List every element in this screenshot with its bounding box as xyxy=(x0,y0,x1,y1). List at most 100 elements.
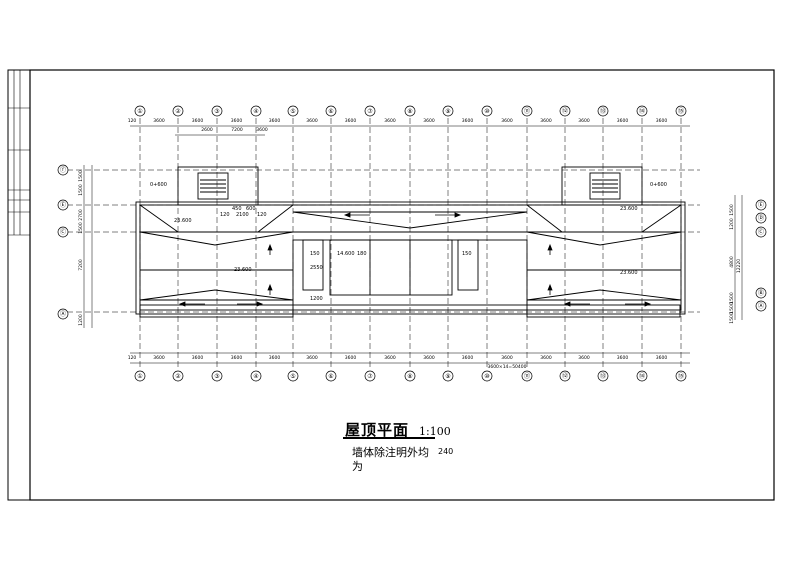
axis-bubble-bottom-9: ⑨ xyxy=(442,370,454,382)
dim-right-1: 1500 xyxy=(729,204,735,216)
axis-bubble-bottom-12: ⑫ xyxy=(559,370,571,382)
dim-bottom-total: 3600×14=50400 xyxy=(487,364,526,370)
svg-text:④: ④ xyxy=(253,373,258,380)
svg-text:⑭: ⑭ xyxy=(639,372,645,380)
axis-bubble-top-6: ⑥ xyxy=(325,105,337,117)
dim-top-3: 3600 xyxy=(231,118,243,124)
dim-bottom-6: 3600 xyxy=(345,355,357,361)
svg-text:⑪: ⑪ xyxy=(524,372,530,380)
dim-bottom-12: 3600 xyxy=(578,355,590,361)
dimension-lines xyxy=(83,125,743,364)
axis-bubbles-left: ⓕⒺ Ⓒ Ⓐ xyxy=(57,164,69,320)
axis-bubble-bottom-14: ⑭ xyxy=(636,370,648,382)
dim-right-2: 1200 xyxy=(729,218,735,230)
svg-text:⑦: ⑦ xyxy=(367,108,373,115)
svg-text:⑨: ⑨ xyxy=(445,108,450,115)
svg-text:Ⓔ: Ⓔ xyxy=(60,201,66,209)
axis-bubble-left-1: ⓕ xyxy=(57,164,69,176)
small-dim-1: 120 xyxy=(220,212,230,218)
center-dim-4: 2550 xyxy=(310,265,323,271)
dim-left-1: 1500 xyxy=(78,170,84,182)
axis-bubble-bottom-7: ⑦ xyxy=(364,370,376,382)
dim-top-2: 3600 xyxy=(192,118,204,124)
svg-text:Ⓒ: Ⓒ xyxy=(758,228,764,236)
axis-bubble-right-2: Ⓓ xyxy=(755,212,767,224)
dim-top-14: 3600 xyxy=(656,118,668,124)
svg-text:⑬: ⑬ xyxy=(600,372,606,380)
level-roof-left: 23.600 xyxy=(174,218,192,224)
small-dim-2: 2100 xyxy=(236,212,249,218)
axis-bubble-top-12: ⑫ xyxy=(559,105,571,117)
svg-text:⑫: ⑫ xyxy=(562,107,568,115)
axis-bubble-right-3: Ⓒ xyxy=(755,226,767,238)
center-dim-3: 150 xyxy=(462,251,472,257)
axis-bubble-bottom-2: ② xyxy=(172,370,184,382)
wall-note-value: 240 xyxy=(438,447,454,456)
axis-bubble-top-4: ④ xyxy=(250,105,262,117)
svg-text:⑫: ⑫ xyxy=(562,372,568,380)
level-labels: 0+600 0+600 23.600 23.600 23.600 23.600 … xyxy=(150,182,667,302)
center-dim-5: 1200 xyxy=(310,296,323,302)
svg-text:⑭: ⑭ xyxy=(639,107,645,115)
title-underline xyxy=(343,437,435,439)
drawing-title: 屋顶平面 xyxy=(345,421,410,439)
dim-bottom-10: 3600 xyxy=(501,355,513,361)
dim-top-6: 3600 xyxy=(345,118,357,124)
axis-bubble-top-2: ② xyxy=(172,105,184,117)
dim-right-4: 1500 xyxy=(729,292,735,304)
svg-text:Ⓐ: Ⓐ xyxy=(758,302,764,310)
binding-strip xyxy=(8,70,30,236)
axis-bubble-left-2: Ⓔ xyxy=(57,199,69,211)
axis-bubble-bottom-6: ⑥ xyxy=(325,370,337,382)
svg-text:⑥: ⑥ xyxy=(328,108,333,115)
dimension-labels-bottom: 120 3600 3600 3600 3600 3600 3600 3600 3600 3600 3… xyxy=(128,355,668,370)
dim-bottom-8: 3600 xyxy=(423,355,435,361)
svg-text:⑥: ⑥ xyxy=(328,373,333,380)
dim-bottom-9: 3600 xyxy=(462,355,474,361)
axis-bubble-left-4: Ⓐ xyxy=(57,308,69,320)
dim-right-6: 1500 xyxy=(729,312,735,324)
axis-bubble-bottom-8: ⑧ xyxy=(404,370,416,382)
dim-left-6: 1200 xyxy=(78,314,84,326)
dim-top-8: 3600 xyxy=(423,118,435,124)
dim-right-5: 1500 xyxy=(729,302,735,314)
level-roof-right: 23.600 xyxy=(620,206,638,212)
dim-left-3: 2700 xyxy=(78,209,84,221)
axis-bubble-top-7: ⑦ xyxy=(364,105,376,117)
axis-bubble-bottom-10: ⑩ xyxy=(481,370,493,382)
dim-bottom-1: 3600 xyxy=(153,355,165,361)
svg-text:⑤: ⑤ xyxy=(290,373,295,380)
dim-bottom-11: 3600 xyxy=(540,355,552,361)
dim-top-7: 3600 xyxy=(384,118,396,124)
dim-bottom-edge: 120 xyxy=(128,355,137,361)
axis-bubble-bottom-1: ① xyxy=(134,370,146,382)
svg-text:②: ② xyxy=(175,373,181,380)
dim-left-4: 1500 xyxy=(78,222,84,234)
axis-bubble-top-8: ⑧ xyxy=(404,105,416,117)
dim-top-5: 3600 xyxy=(306,118,318,124)
axis-bubble-top-5: ⑤ xyxy=(287,105,299,117)
axis-bubble-right-4: Ⓑ xyxy=(755,287,767,299)
axis-bubble-left-3: Ⓒ xyxy=(57,226,69,238)
dim-bottom-14: 3600 xyxy=(656,355,668,361)
drainage-arrows xyxy=(178,212,652,307)
svg-text:⑧: ⑧ xyxy=(407,108,412,115)
dim-bottom-13: 3600 xyxy=(617,355,629,361)
wall-note-line1: 墙体除注明外均 xyxy=(352,446,429,459)
svg-text:⑮: ⑮ xyxy=(678,372,684,380)
dim-top-10: 3600 xyxy=(501,118,513,124)
axis-bubble-top-15: ⑮ xyxy=(675,105,687,117)
center-dim-2: 180 xyxy=(357,251,367,257)
svg-text:④: ④ xyxy=(253,108,258,115)
svg-text:Ⓐ: Ⓐ xyxy=(60,310,66,318)
small-dim-3: 120 xyxy=(257,212,267,218)
svg-text:Ⓓ: Ⓓ xyxy=(758,214,764,222)
